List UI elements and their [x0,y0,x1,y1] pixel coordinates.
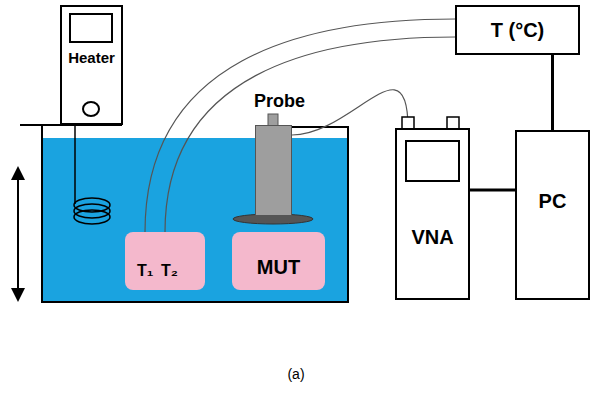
heater-display [69,13,113,43]
cable [292,90,408,135]
water-bath [42,138,348,302]
vna-box: VNA [395,128,470,300]
arrow-head [11,166,25,180]
sensor-block: T₁ T₂ [125,232,205,290]
vna-screen [405,140,460,182]
heater-knob [82,101,100,117]
thermometer-box: T (°C) [455,5,580,55]
mut-block: MUT [232,232,325,290]
node-label: T (°C) [491,19,545,42]
data-link [551,55,554,130]
bath-wall [42,126,348,302]
heater-box: Heater [60,5,123,125]
node-label: Heater [68,49,115,66]
node-label: T₂ [161,262,178,280]
heater-coil [74,210,110,224]
data-link [470,189,515,192]
pc-box: PC [515,130,590,300]
figure-caption: (a) [287,366,304,382]
node-label: VNA [411,226,453,249]
arrow-head [11,288,25,302]
heater-coil [74,204,110,218]
node-label: T₁ [137,262,153,280]
level-arrow [17,176,19,292]
node-label: PC [539,190,567,213]
heater-wire [74,125,76,204]
node-label: Probe [254,91,305,112]
probe-body: Probe [255,125,292,216]
node-label: MUT [257,256,300,279]
